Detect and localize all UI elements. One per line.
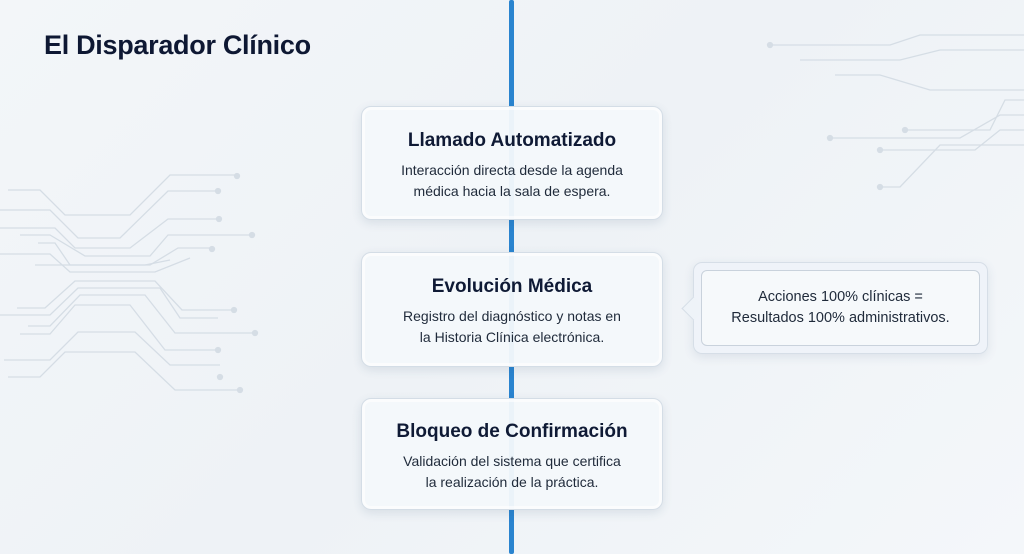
callout-content: Acciones 100% clínicas = Resultados 100%…	[701, 270, 980, 346]
step-card-bloqueo-confirmacion: Bloqueo de Confirmación Validación del s…	[361, 398, 663, 510]
step-description: Validación del sistema que certifica la r…	[362, 451, 662, 493]
step-card-llamado-automatizado: Llamado Automatizado Interacción directa…	[361, 106, 663, 220]
step-description-line: la realización de la práctica.	[425, 474, 599, 490]
step-description-line: Registro del diagnóstico y notas en	[403, 308, 621, 324]
step-card-evolucion-medica: Evolución Médica Registro del diagnóstic…	[361, 252, 663, 367]
step-description-line: Validación del sistema que certifica	[403, 453, 621, 469]
step-description-line: la Historia Clínica electrónica.	[419, 329, 605, 345]
callout-bubble: Acciones 100% clínicas = Resultados 100%…	[693, 262, 988, 354]
step-heading: Llamado Automatizado	[407, 130, 617, 151]
step-heading: Evolución Médica	[431, 276, 593, 297]
step-description: Registro del diagnóstico y notas en la Hi…	[362, 306, 662, 348]
circuit-right	[766, 34, 1024, 191]
step-description-line: Interacción directa desde la agenda	[401, 162, 623, 178]
step-heading: Bloqueo de Confirmación	[396, 421, 628, 442]
callout-line: Resultados 100% administrativos.	[731, 310, 950, 326]
step-description-line: médica hacia la sala de espera.	[413, 183, 611, 199]
page-title: El Disparador Clínico	[44, 30, 311, 60]
circuit-left	[0, 172, 259, 394]
callout-line: Acciones 100% clínicas =	[758, 289, 923, 305]
step-description: Interacción directa desde la agenda médic…	[362, 160, 662, 202]
